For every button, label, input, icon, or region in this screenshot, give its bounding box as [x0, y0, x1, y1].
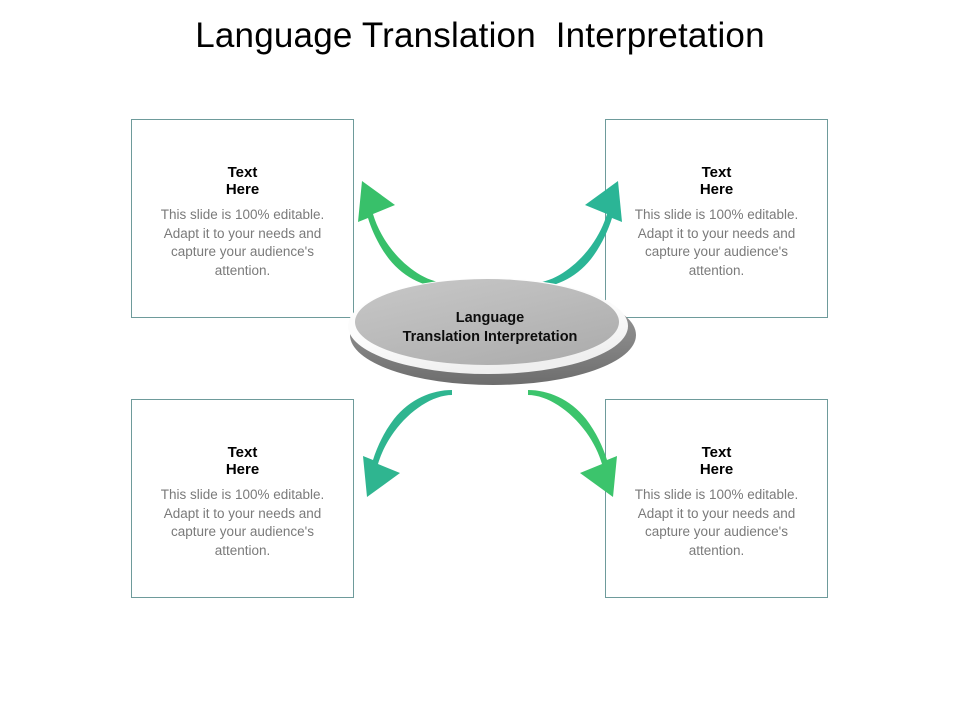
- text-box-body: This slide is 100% editable. Adapt it to…: [634, 487, 799, 558]
- text-box-heading: Text Here: [225, 164, 260, 198]
- text-box-body: This slide is 100% editable. Adapt it to…: [634, 207, 799, 278]
- text-box-bottom-left[interactable]: Text Here This slide is 100% editable. A…: [131, 399, 354, 598]
- arrow-down-right[interactable]: [524, 390, 620, 500]
- text-box-heading: Text Here: [699, 444, 734, 478]
- text-box-bottom-right[interactable]: Text Here This slide is 100% editable. A…: [605, 399, 828, 598]
- page-title: Language Translation Interpretation: [195, 16, 765, 55]
- text-box-heading: Text Here: [699, 164, 734, 198]
- disc-top: [355, 279, 619, 365]
- text-box-top-left[interactable]: Text Here This slide is 100% editable. A…: [131, 119, 354, 318]
- text-box-top-right[interactable]: Text Here This slide is 100% editable. A…: [605, 119, 828, 318]
- arrow-down-left[interactable]: [360, 390, 456, 500]
- text-box-body: This slide is 100% editable. Adapt it to…: [160, 487, 325, 558]
- center-disc[interactable]: Language Translation Interpretation: [340, 270, 640, 395]
- text-box-body: This slide is 100% editable. Adapt it to…: [160, 207, 325, 278]
- text-box-heading: Text Here: [225, 444, 260, 478]
